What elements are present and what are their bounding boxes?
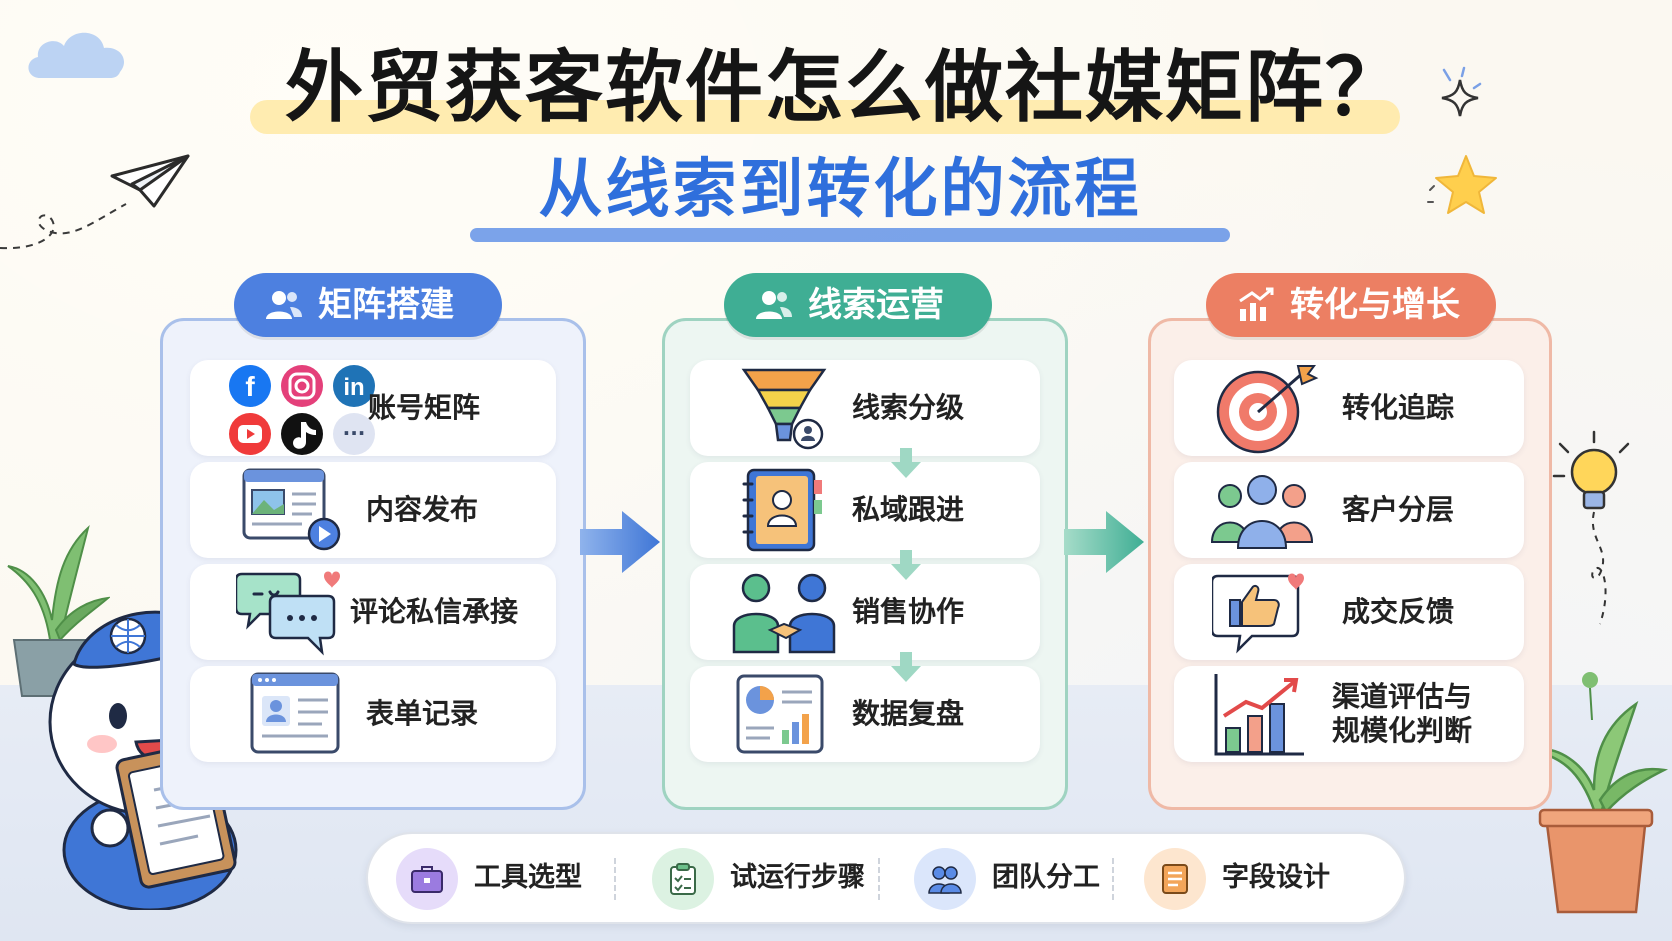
column-header-label: 转化与增长 bbox=[1290, 285, 1460, 325]
star-icon bbox=[1427, 155, 1497, 214]
thumbs-up-icon bbox=[1212, 573, 1304, 654]
field-list-icon bbox=[1144, 848, 1206, 910]
clipboard-icon bbox=[652, 848, 714, 910]
bottom-toolbar: 工具选型 试运行步骤 团队分工 字段设计 bbox=[366, 832, 1406, 924]
subtitle-underline bbox=[470, 228, 1230, 242]
card-conversion-tracking: 转化追踪 bbox=[1174, 360, 1524, 456]
flow-arrow-icon bbox=[1064, 511, 1144, 573]
card-deal-feedback: 成交反馈 bbox=[1174, 564, 1524, 660]
separator bbox=[614, 858, 616, 900]
card-label: 转化追踪 bbox=[1342, 391, 1455, 424]
column-header-label: 线索运营 bbox=[808, 285, 944, 325]
growth-bars-icon bbox=[1214, 674, 1304, 756]
content-publish-icon bbox=[242, 468, 341, 551]
separator bbox=[878, 858, 880, 900]
separator bbox=[1112, 858, 1114, 900]
card-label: 线索分级 bbox=[852, 391, 965, 424]
funnel-icon bbox=[741, 368, 827, 450]
card-content-publish: 内容发布 bbox=[190, 462, 556, 558]
card-sales-collab: 销售协作 bbox=[690, 564, 1040, 660]
bottom-item-label: 试运行步骤 bbox=[730, 862, 865, 893]
paper-plane-icon bbox=[0, 154, 190, 250]
flow-arrow-icon bbox=[580, 511, 660, 573]
card-label: 评论私信承接 bbox=[350, 595, 519, 628]
column-header-matrix: 矩阵搭建 bbox=[234, 273, 502, 337]
lightbulb-icon bbox=[1552, 430, 1630, 625]
cloud-icon bbox=[28, 32, 125, 78]
card-data-review: 数据复盘 bbox=[690, 666, 1040, 762]
linkedin-letters: in bbox=[343, 374, 364, 401]
sparkle-icon bbox=[1441, 66, 1482, 117]
title-highlight bbox=[250, 100, 1400, 134]
card-private-follow-up: 私域跟进 bbox=[690, 462, 1040, 558]
card-comments-dm: 评论私信承接 bbox=[190, 564, 556, 660]
bottom-item-label: 字段设计 bbox=[1222, 862, 1330, 893]
down-arrow-icon bbox=[891, 652, 921, 682]
card-label: 内容发布 bbox=[366, 493, 479, 526]
card-label: 渠道评估与 bbox=[1332, 680, 1473, 713]
card-label: 销售协作 bbox=[852, 595, 965, 628]
bottom-item-label: 工具选型 bbox=[474, 862, 582, 893]
chat-bubbles-icon bbox=[236, 571, 340, 656]
card-label: 数据复盘 bbox=[852, 697, 965, 730]
handshake-icon bbox=[732, 573, 836, 654]
users-icon bbox=[266, 291, 302, 319]
facebook-letter: f bbox=[245, 371, 255, 402]
team-icon bbox=[914, 848, 976, 910]
card-label: 账号矩阵 bbox=[368, 391, 481, 424]
more-dots: ··· bbox=[343, 421, 366, 445]
users-icon bbox=[756, 291, 792, 319]
briefcase-icon bbox=[396, 848, 458, 910]
target-icon bbox=[1216, 365, 1319, 454]
page-subtitle: 从线索到转化的流程 bbox=[538, 153, 1142, 227]
card-label: 成交反馈 bbox=[1342, 595, 1455, 628]
down-arrow-icon bbox=[891, 448, 921, 478]
down-arrow-icon bbox=[891, 550, 921, 580]
card-customer-segment: 客户分层 bbox=[1174, 462, 1524, 558]
social-accounts-icon: f in ··· bbox=[229, 365, 375, 455]
card-lead-grading: 线索分级 bbox=[690, 360, 1040, 456]
bottom-item-label: 团队分工 bbox=[992, 862, 1100, 893]
card-label: 私域跟进 bbox=[852, 493, 965, 526]
card-label: 表单记录 bbox=[366, 697, 479, 730]
card-account-matrix: f in ··· 账号矩阵 bbox=[190, 360, 556, 456]
report-chart-icon bbox=[736, 674, 824, 754]
column-header-conversion: 转化与增长 bbox=[1206, 273, 1496, 337]
card-label-line2: 规模化判断 bbox=[1332, 714, 1473, 747]
card-form-record: 表单记录 bbox=[190, 666, 556, 762]
contact-book-icon bbox=[742, 468, 822, 552]
card-label: 客户分层 bbox=[1342, 493, 1455, 526]
form-record-icon bbox=[250, 672, 340, 754]
page-title: 外贸获客软件怎么做社媒矩阵？ bbox=[284, 43, 1405, 133]
card-channel-evaluation: 渠道评估与 规模化判断 bbox=[1174, 666, 1524, 762]
column-header-label: 矩阵搭建 bbox=[318, 285, 454, 325]
column-header-leads: 线索运营 bbox=[724, 273, 992, 337]
growth-chart-icon bbox=[1239, 287, 1274, 321]
customer-group-icon bbox=[1210, 475, 1314, 549]
